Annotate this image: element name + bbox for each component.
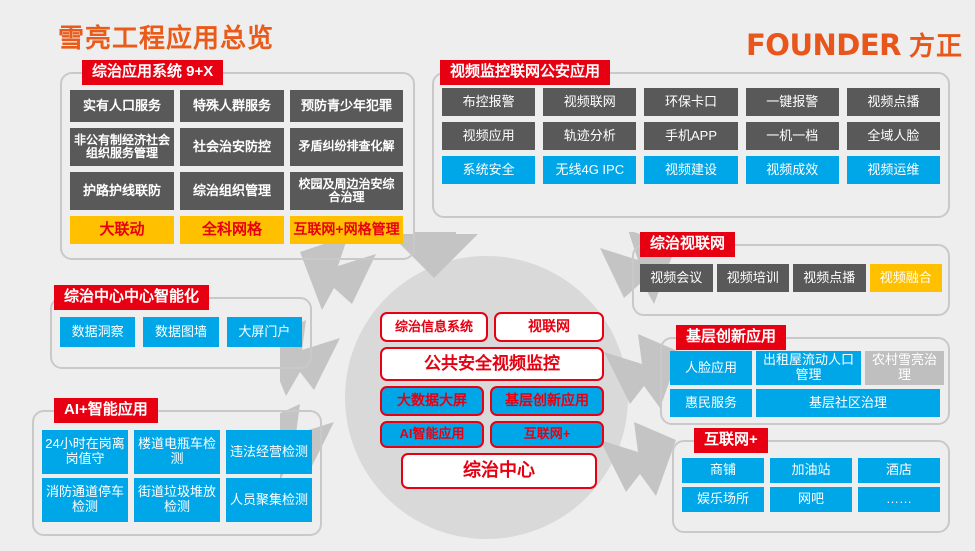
- logo-chinese-name: 方正: [908, 31, 963, 61]
- cell-ip-1-1[interactable]: 网吧: [770, 487, 852, 512]
- video-network-grid: 视频会议 视频培训 视频点播 视频融合: [640, 264, 942, 292]
- cell-grass-0-1[interactable]: 出租屋流动人口管理: [756, 351, 861, 385]
- cell-vnet-0[interactable]: 视频会议: [640, 264, 713, 292]
- cell-ip-0-1[interactable]: 加油站: [770, 458, 852, 483]
- cell-ai-0-2[interactable]: 违法经营检测: [226, 430, 312, 474]
- panel-zongzhi-apps-title: 综治应用系统 9+X: [82, 60, 224, 85]
- panel-internet-plus-title: 互联网+: [694, 428, 768, 453]
- center-chip-bigdata-screen[interactable]: 大数据大屏: [380, 386, 484, 416]
- cell-zongzhi-1-2[interactable]: 矛盾纠纷排查化解: [290, 128, 403, 166]
- panel-internet-plus: 互联网+ 商铺 加油站 酒店 娱乐场所 网吧 ……: [672, 428, 950, 533]
- cell-ip-1-2[interactable]: ……: [858, 487, 940, 512]
- panel-video-police: 视频监控联网公安应用 布控报警 视频联网 环保卡口 一键报警 视频点播 视频应用…: [432, 60, 950, 218]
- cell-video-2-2[interactable]: 视频建设: [644, 156, 738, 184]
- center-stack: 综治信息系统 视联网 公共安全视频监控 大数据大屏 基层创新应用 AI智能应用 …: [380, 312, 604, 494]
- cell-intel-1[interactable]: 数据图墙: [143, 317, 219, 347]
- panel-video-network: 综治视联网 视频会议 视频培训 视频点播 视频融合: [632, 232, 950, 317]
- cell-intel-2[interactable]: 大屏门户: [226, 317, 302, 347]
- cell-zongzhi-2-2[interactable]: 校园及周边治安综合治理: [290, 172, 403, 210]
- panel-video-police-title: 视频监控联网公安应用: [440, 60, 611, 85]
- panel-video-police-frame: [432, 72, 950, 218]
- logo-wordmark: FOUNDER: [745, 28, 902, 62]
- cell-ip-0-2[interactable]: 酒店: [858, 458, 940, 483]
- cell-vnet-1[interactable]: 视频培训: [716, 264, 789, 292]
- cell-video-2-4[interactable]: 视频运维: [846, 156, 940, 184]
- center-chip-ai-apps[interactable]: AI智能应用: [380, 421, 484, 448]
- center-chip-public-safety-video[interactable]: 公共安全视频监控: [380, 347, 604, 381]
- cell-ai-1-1[interactable]: 街道垃圾堆放检测: [134, 478, 220, 522]
- founder-logo: FOUNDER 方正: [746, 26, 963, 63]
- cell-vnet-2[interactable]: 视频点播: [793, 264, 866, 292]
- panel-ai-apps-frame: [32, 410, 322, 536]
- cell-zongzhi-3-0[interactable]: 大联动: [70, 216, 174, 244]
- page-title: 雪亮工程应用总览: [58, 23, 275, 53]
- cell-video-2-0[interactable]: 系统安全: [442, 156, 536, 184]
- center-chip-shilianwang[interactable]: 视联网: [494, 312, 604, 342]
- cell-ai-0-0[interactable]: 24小时在岗离岗值守: [42, 430, 128, 474]
- cell-video-0-0[interactable]: 布控报警: [442, 88, 536, 116]
- video-police-grid: 布控报警 视频联网 环保卡口 一键报警 视频点播 视频应用 轨迹分析 手机APP…: [442, 88, 940, 184]
- cell-intel-0[interactable]: 数据洞察: [60, 317, 136, 347]
- cell-video-0-3[interactable]: 一键报警: [745, 88, 839, 116]
- cell-zongzhi-1-0[interactable]: 非公有制经济社会组织服务管理: [70, 128, 174, 166]
- cell-ai-0-1[interactable]: 楼道电瓶车检测: [134, 430, 220, 474]
- center-row-2: 公共安全视频监控: [380, 347, 604, 381]
- panel-zongzhi-apps-frame: [60, 72, 415, 260]
- cell-zongzhi-0-1[interactable]: 特殊人群服务: [180, 90, 284, 122]
- panel-grassroots: 基层创新应用 人脸应用 出租屋流动人口管理 农村雪亮治理 惠民服务 基层社区治理: [660, 325, 950, 425]
- cell-grass-0-0[interactable]: 人脸应用: [670, 351, 752, 385]
- cell-grass-1-0[interactable]: 惠民服务: [670, 389, 752, 417]
- cell-video-1-1[interactable]: 轨迹分析: [543, 122, 637, 150]
- grassroots-row2: 惠民服务 基层社区治理: [670, 389, 940, 417]
- cell-zongzhi-0-0[interactable]: 实有人口服务: [70, 90, 174, 122]
- center-chip-internet-plus[interactable]: 互联网+: [490, 421, 604, 448]
- cell-video-0-1[interactable]: 视频联网: [543, 88, 637, 116]
- cell-grass-0-2[interactable]: 农村雪亮治理: [865, 351, 944, 385]
- panel-zongzhi-apps: 综治应用系统 9+X 实有人口服务 特殊人群服务 预防青少年犯罪 非公有制经济社…: [60, 60, 415, 260]
- panel-grassroots-title: 基层创新应用: [676, 325, 787, 350]
- panel-video-network-title: 综治视联网: [640, 232, 736, 257]
- cell-ai-1-2[interactable]: 人员聚集检测: [226, 478, 312, 522]
- cell-zongzhi-3-1[interactable]: 全科网格: [180, 216, 284, 244]
- panel-ai-apps: AI+智能应用 24小时在岗离岗值守 楼道电瓶车检测 违法经营检测 消防通道停车…: [32, 398, 322, 538]
- cell-zongzhi-0-2[interactable]: 预防青少年犯罪: [290, 90, 403, 122]
- cell-video-1-0[interactable]: 视频应用: [442, 122, 536, 150]
- cell-zongzhi-3-2[interactable]: 互联网+网格管理: [290, 216, 403, 244]
- center-chip-grassroots-innovation[interactable]: 基层创新应用: [490, 386, 604, 416]
- panel-grassroots-frame: [660, 337, 950, 425]
- panel-internet-plus-frame: [672, 440, 950, 533]
- cell-video-2-3[interactable]: 视频成效: [745, 156, 839, 184]
- cell-video-2-1[interactable]: 无线4G IPC: [543, 156, 637, 184]
- cell-zongzhi-1-1[interactable]: 社会治安防控: [180, 128, 284, 166]
- cell-zongzhi-2-1[interactable]: 综治组织管理: [180, 172, 284, 210]
- cell-ip-1-0[interactable]: 娱乐场所: [682, 487, 764, 512]
- center-chip-zongzhi-info[interactable]: 综治信息系统: [380, 312, 488, 342]
- cell-video-1-4[interactable]: 全域人脸: [846, 122, 940, 150]
- cell-ai-1-0[interactable]: 消防通道停车检测: [42, 478, 128, 522]
- cell-vnet-3[interactable]: 视频融合: [869, 264, 942, 292]
- zongzhi-apps-grid: 实有人口服务 特殊人群服务 预防青少年犯罪 非公有制经济社会组织服务管理 社会治…: [70, 90, 405, 244]
- panel-video-network-frame: [632, 244, 950, 316]
- center-row-1: 综治信息系统 视联网: [380, 312, 604, 342]
- grassroots-row1: 人脸应用 出租屋流动人口管理 农村雪亮治理: [670, 351, 944, 385]
- cell-ip-0-0[interactable]: 商铺: [682, 458, 764, 483]
- center-chip-zongzhi-center[interactable]: 综治中心: [401, 453, 597, 489]
- center-row-5: 综治中心: [380, 453, 604, 489]
- panel-center-intelligence: 综治中心中心智能化 数据洞察 数据图墙 大屏门户: [50, 285, 312, 370]
- cell-zongzhi-2-0[interactable]: 护路护线联防: [70, 172, 174, 210]
- center-row-4: AI智能应用 互联网+: [380, 421, 604, 448]
- cell-video-1-2[interactable]: 手机APP: [644, 122, 738, 150]
- center-intelligence-grid: 数据洞察 数据图墙 大屏门户: [60, 317, 302, 347]
- cell-grass-1-1[interactable]: 基层社区治理: [756, 389, 940, 417]
- ai-apps-grid: 24小时在岗离岗值守 楼道电瓶车检测 违法经营检测 消防通道停车检测 街道垃圾堆…: [42, 430, 312, 522]
- panel-center-intelligence-title: 综治中心中心智能化: [54, 285, 210, 310]
- cell-video-0-4[interactable]: 视频点播: [846, 88, 940, 116]
- panel-ai-apps-title: AI+智能应用: [54, 398, 158, 423]
- cell-video-1-3[interactable]: 一机一档: [745, 122, 839, 150]
- cell-video-0-2[interactable]: 环保卡口: [644, 88, 738, 116]
- internet-plus-grid: 商铺 加油站 酒店 娱乐场所 网吧 ……: [682, 458, 940, 512]
- center-row-3: 大数据大屏 基层创新应用: [380, 386, 604, 416]
